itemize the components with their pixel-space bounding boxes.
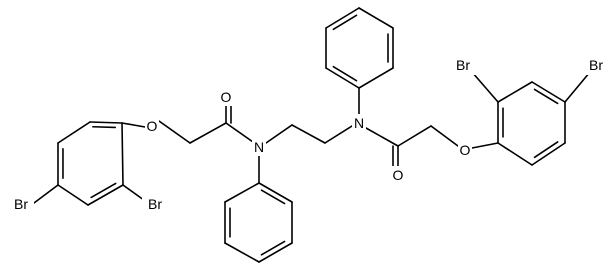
right-phenyl-ring-bond	[358, 7, 394, 29]
bond-c-br-left-para	[33, 184, 59, 204]
right-aryl-ring-bond	[531, 81, 566, 103]
right-phenyl-ring-double-bond	[332, 14, 358, 31]
atom-n-left: N	[252, 138, 266, 156]
right-phenyl-ring-bond	[325, 7, 360, 29]
right-aryl-ring-bond	[497, 142, 533, 166]
atom-o-ether-right-label: O	[460, 142, 471, 158]
atom-br-left-para: Br	[8, 194, 34, 214]
atom-br-right-para: Br	[583, 55, 609, 75]
bond-carbonyl-n-left	[225, 122, 254, 143]
atom-o-ether-right: O	[458, 141, 472, 159]
bond-aryl-o-left	[121, 122, 146, 128]
left-aryl-ring-double-bond	[92, 125, 117, 129]
right-aryl-ring-double-bond	[533, 141, 559, 159]
bond-ch2-n-right	[324, 125, 353, 144]
bond-n-carbonyl-right	[365, 127, 399, 147]
left-aryl-ring-bond	[57, 121, 91, 144]
left-phenyl-ring-bond	[258, 242, 293, 263]
bond-carbonyl-ch2-right	[397, 125, 432, 147]
left-aryl-ring-bond	[87, 184, 124, 206]
left-aryl-ring-bond	[57, 184, 89, 206]
atom-n-right-label: N	[354, 115, 364, 131]
atom-o-amide-right-label: O	[393, 167, 404, 183]
atom-br-left-para-label: Br	[14, 196, 28, 212]
right-phenyl-ring-bond	[325, 67, 360, 89]
left-phenyl-ring-bond	[224, 242, 260, 263]
left-phenyl-ring-bond	[258, 182, 293, 203]
atom-br-right-para-label: Br	[589, 57, 603, 73]
bond-ch2-carbonyl-left	[189, 122, 227, 144]
atom-n-left-label: N	[254, 139, 264, 155]
left-aryl-ring-bond	[121, 122, 124, 186]
atom-o-amide-left-label: O	[221, 89, 232, 105]
left-phenyl-ring-double-bond	[260, 189, 286, 205]
atom-o-ether-left: O	[145, 117, 159, 135]
atom-br-right-ortho: Br	[450, 55, 476, 75]
left-aryl-ring-bond	[89, 121, 123, 124]
bond-ch2-ch2	[291, 124, 326, 144]
right-phenyl-ring-double-bond	[332, 65, 358, 82]
bond-c-br-right-para	[564, 71, 591, 103]
atom-br-right-ortho-label: Br	[456, 57, 470, 73]
atom-br-left-ortho-label: Br	[148, 196, 162, 212]
bond-o-aryl-right	[471, 142, 499, 149]
left-aryl-ring-double-bond	[90, 182, 117, 199]
right-aryl-ring-double-bond	[533, 88, 559, 105]
atom-n-right: N	[352, 114, 366, 132]
right-aryl-ring-bond	[531, 142, 566, 166]
bond-n-ch2-left	[265, 124, 293, 144]
bond-layer	[33, 7, 591, 263]
left-phenyl-ring-bond	[224, 182, 260, 203]
atom-label-layer: O O N N O O Br Br	[8, 55, 609, 214]
bond-ch2-o-right	[430, 125, 459, 147]
right-phenyl-ring-bond	[358, 67, 394, 89]
atom-o-amide-right: O	[391, 166, 405, 184]
bond-o-ch2-left	[158, 120, 191, 144]
bond-c-br-right-ortho	[471, 71, 499, 103]
atom-o-ether-left-label: O	[147, 118, 158, 134]
right-aryl-ring-bond	[497, 81, 533, 103]
left-phenyl-ring-double-bond	[260, 240, 286, 256]
atom-br-left-ortho: Br	[142, 194, 168, 214]
atom-o-amide-left: O	[219, 88, 233, 106]
